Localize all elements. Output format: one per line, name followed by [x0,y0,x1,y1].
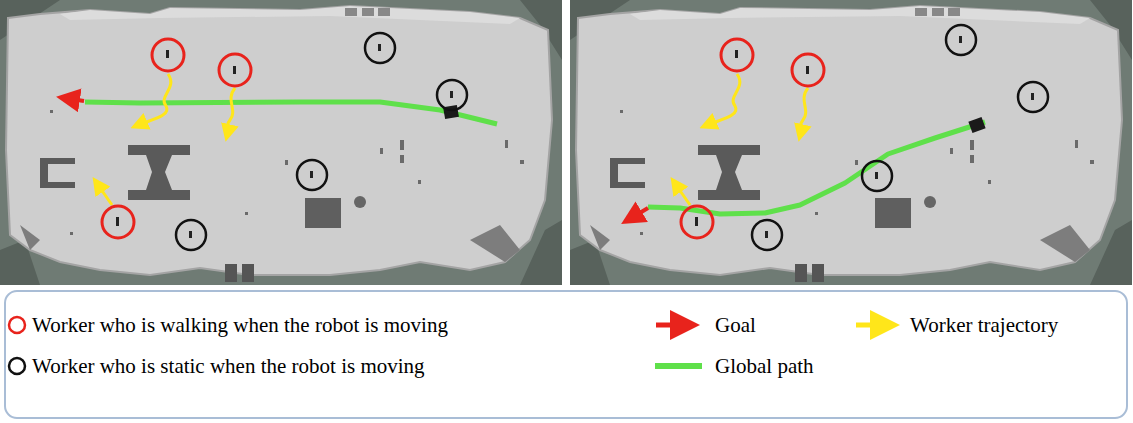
worker-trajectory [800,88,808,136]
static-worker-circle [176,33,467,250]
walking-worker-circle [681,39,824,238]
static-worker-circle [946,25,976,55]
occupancy-map [0,0,562,285]
global-path-sample [655,363,702,369]
worker-mark [1031,93,1034,100]
right-map [570,0,1132,285]
walking-worker-circle [102,206,134,238]
worker-mark [765,231,768,238]
worker-trajectory [227,88,235,136]
legend-text: Worker who is walking when the robot is … [32,313,448,337]
walking-worker-circle [681,206,713,238]
goal-sample [656,323,690,328]
static-worker-circle [1018,82,1048,112]
left-map [0,0,562,285]
worker-trajectory [674,182,690,205]
legend-text: Goal [715,313,756,337]
trajectory-sample [856,323,890,328]
worker-mark [450,91,453,98]
legend-panel [5,291,1127,418]
worker-mark [695,36,1034,238]
goal-arrow [64,98,84,101]
static-worker-circle [862,161,892,191]
worker-mark [116,217,119,226]
static-worker-circle [365,33,395,63]
worker-trajectory [96,182,112,205]
global-path [648,122,985,214]
worker-trajectory [136,74,171,126]
goal-arrow [628,208,648,220]
worker-mark [189,231,192,238]
static-worker-sample [9,358,25,374]
static-worker-circle [752,25,1048,250]
static-worker-circle [176,220,206,250]
worker-mark [695,217,698,226]
walking-worker-circle [219,54,251,86]
legend-text: Global path [715,354,814,378]
walking-worker-sample [9,317,25,333]
worker-mark [378,44,381,51]
worker-mark [875,172,878,179]
worker-mark [959,36,962,43]
static-worker-circle [437,80,467,110]
worker-mark [735,50,738,58]
static-worker-circle [752,220,782,250]
occupancy-map [570,0,1132,285]
worker-mark [116,44,453,238]
walking-worker-circle [102,39,251,238]
walking-worker-circle [792,54,824,86]
walking-worker-circle [721,39,753,71]
worker-mark [310,171,313,178]
robot [968,117,985,133]
worker-trajectory [705,74,740,126]
worker-mark [166,50,169,58]
legend-text: Worker who is static when the robot is m… [32,354,425,378]
worker-mark [806,66,809,74]
robot [443,105,459,119]
walking-worker-circle [152,39,184,71]
legend-panel [5,291,1127,418]
static-worker-circle [297,160,327,190]
legend-text: Worker trajectory [910,313,1058,337]
worker-mark [233,66,236,74]
